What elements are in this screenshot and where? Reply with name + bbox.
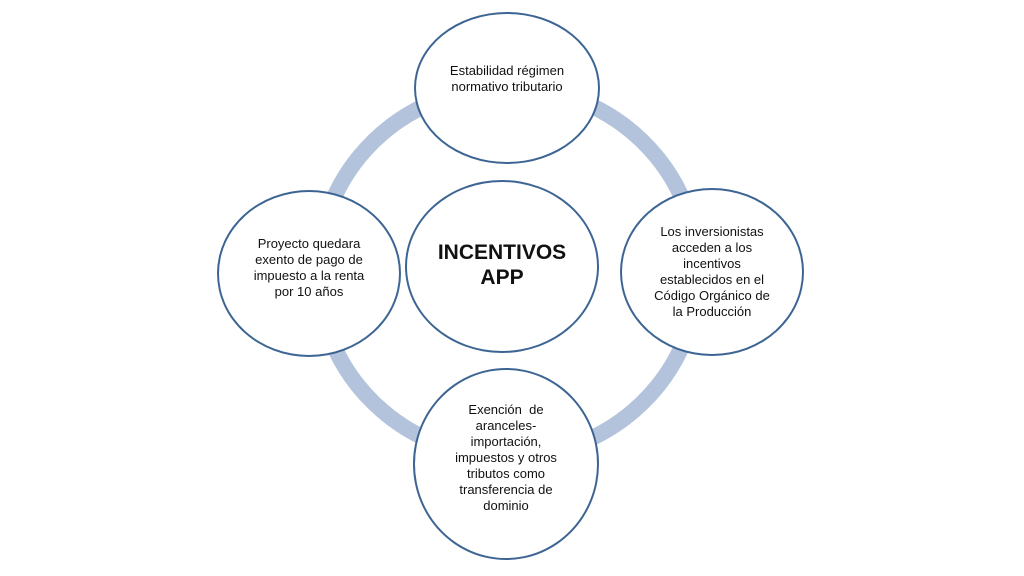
node-right-line-2: acceden a los	[671, 240, 753, 255]
node-bottom-line-7: dominio	[483, 498, 529, 513]
node-right-line-5: Código Orgánico de	[654, 288, 770, 303]
node-bottom-line-2: aranceles-	[475, 418, 537, 433]
node-top-line-2: normativo tributario	[451, 79, 563, 94]
node-right-line-3: incentivos	[683, 256, 741, 271]
node-center-line-2: APP	[480, 265, 524, 289]
node-right-line-6: la Producción	[672, 304, 752, 319]
node-center-line-1: INCENTIVOS	[437, 240, 567, 264]
node-bottom-line-4: impuestos y otros	[455, 450, 557, 465]
node-right-line-1: Los inversionistas	[660, 224, 764, 239]
node-top-line-1: Estabilidad régimen	[449, 63, 565, 78]
node-left-line-2: exento de pago de	[255, 251, 363, 267]
node-bottom-line-5: tributos como	[466, 466, 546, 481]
node-bottom-line-1: Exención de	[468, 402, 544, 417]
node-right-line-4: establecidos en el	[659, 272, 765, 287]
node-left-line-1: Proyecto quedara	[257, 235, 361, 251]
node-left-line-4: por 10 años	[274, 283, 344, 299]
node-left-line-3: impuesto a la renta	[253, 267, 365, 283]
node-bottom-line-3: importación,	[470, 434, 542, 449]
node-bottom-line-6: transferencia de	[459, 482, 553, 497]
